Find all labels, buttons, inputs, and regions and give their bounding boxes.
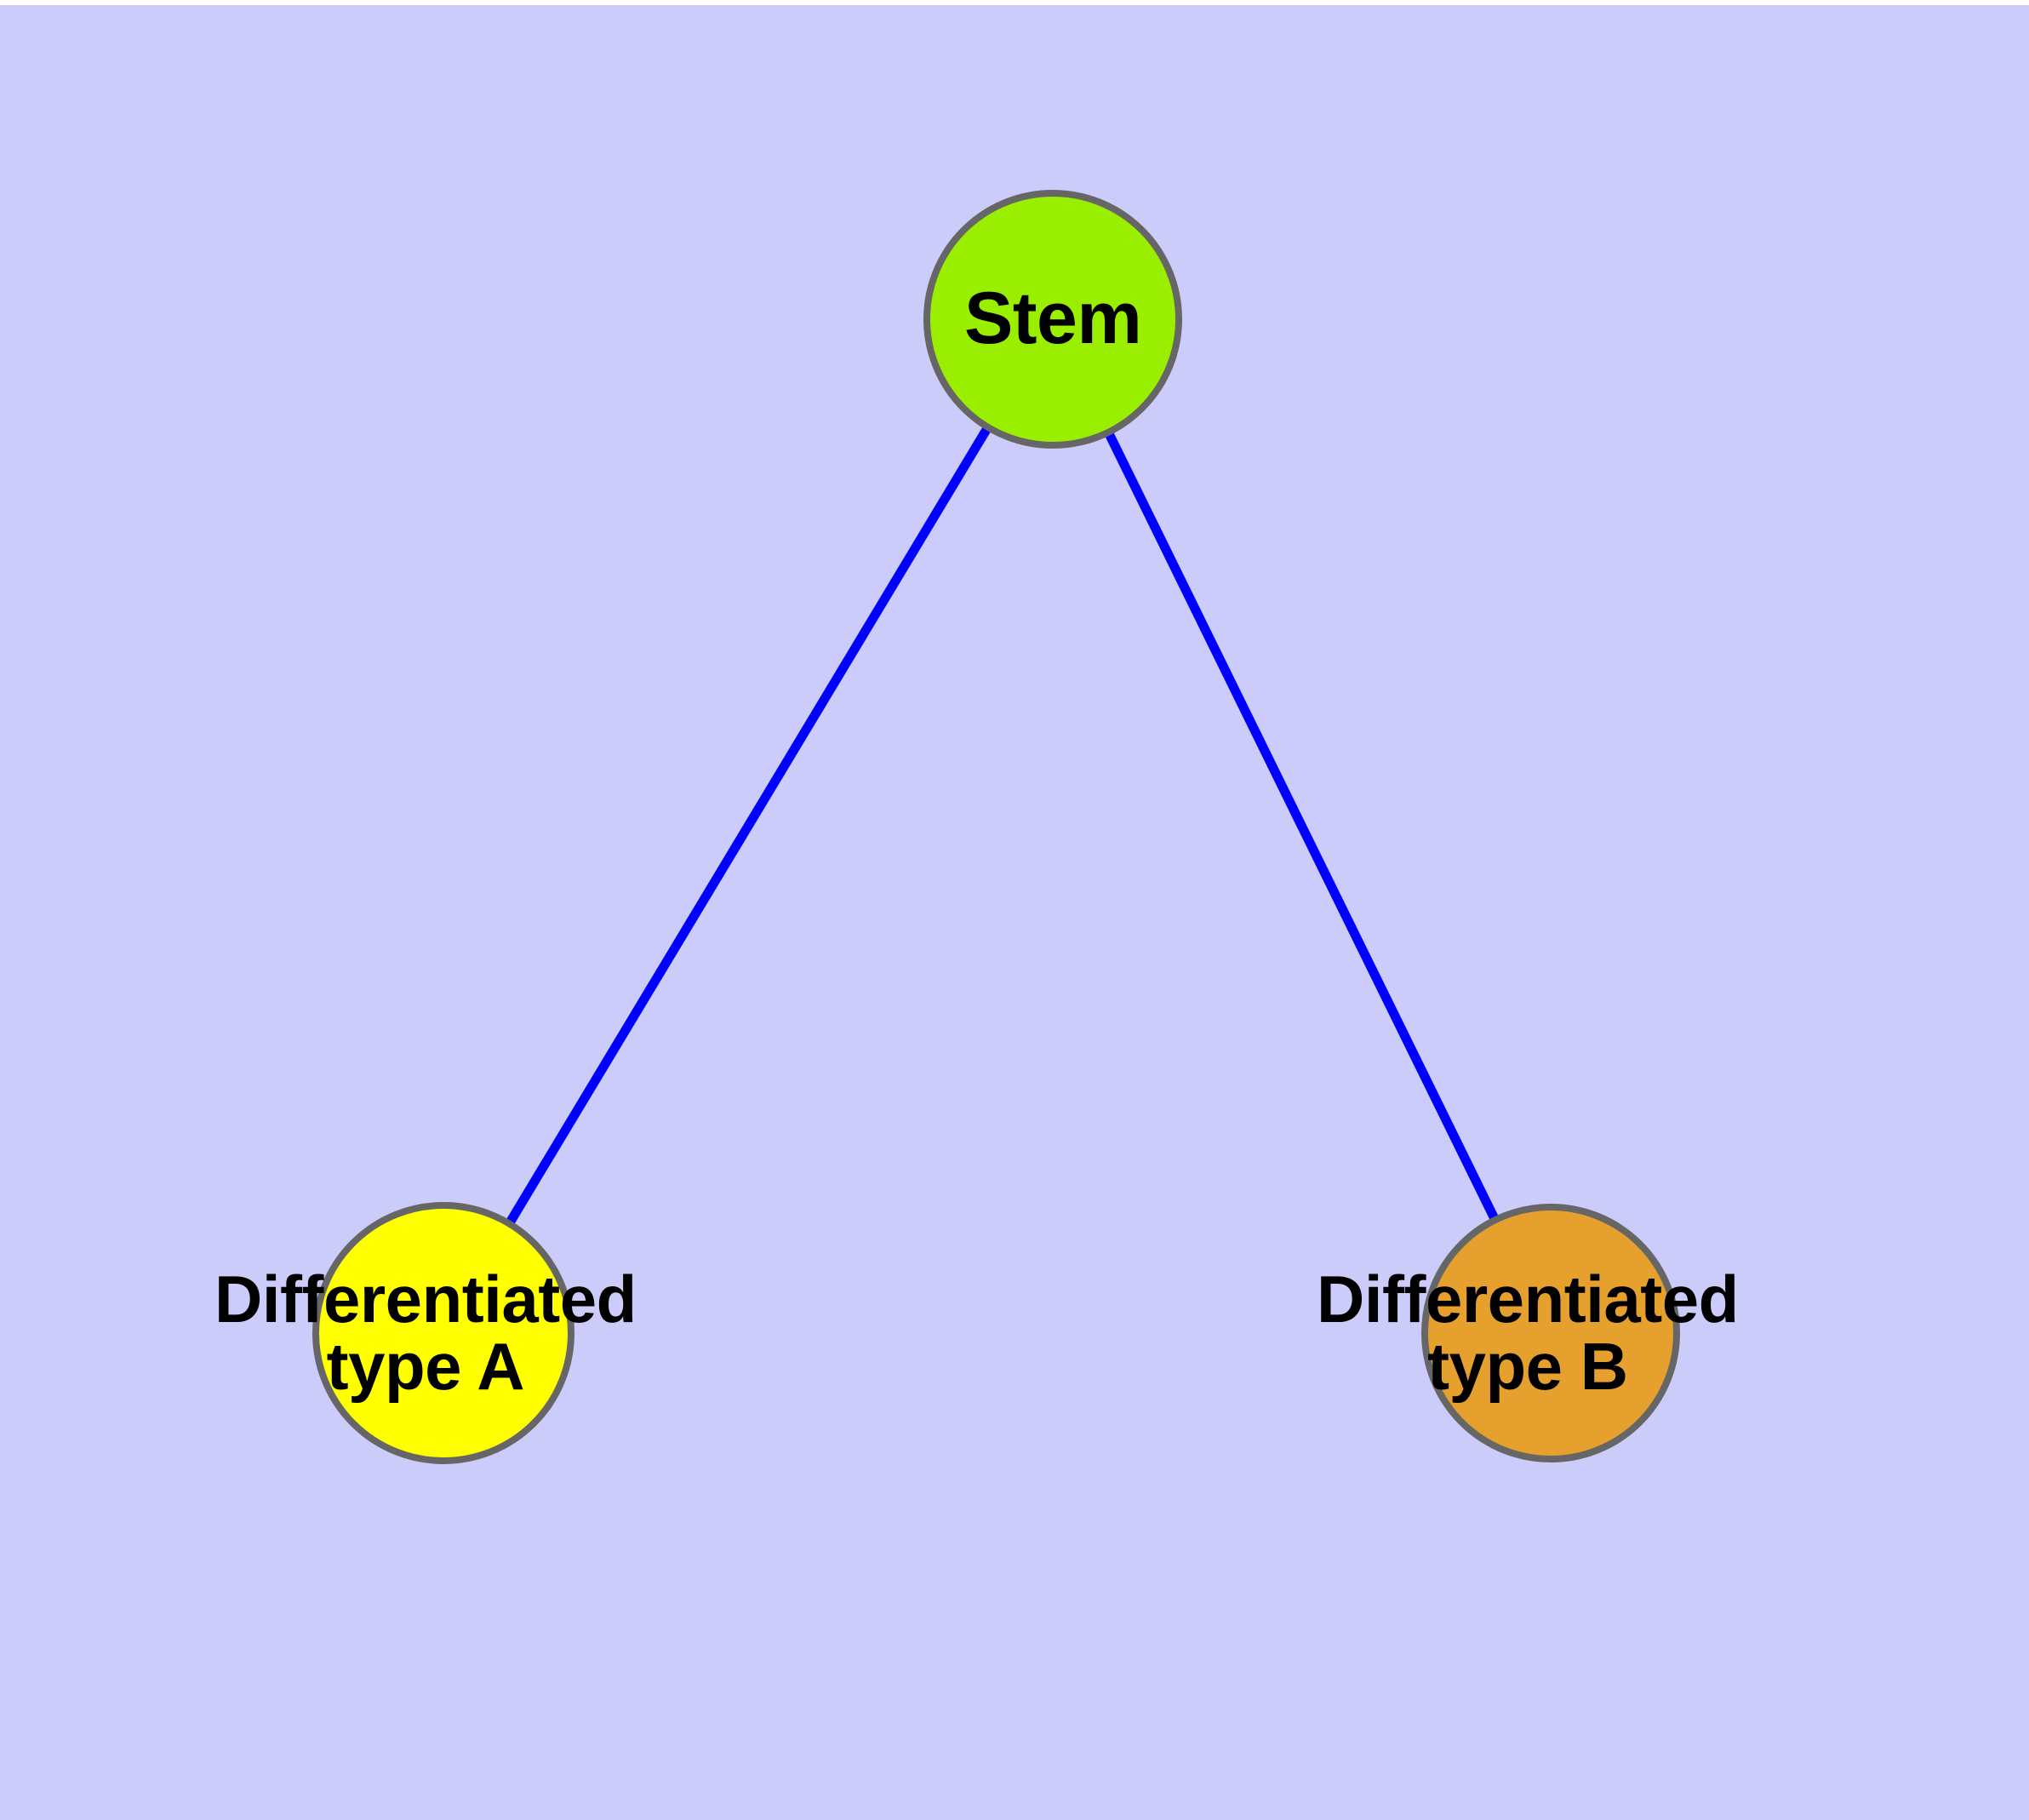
edges-layer — [503, 421, 1501, 1229]
graph-node-diff-a[interactable] — [312, 1202, 574, 1464]
graph-node-diff-b[interactable] — [1421, 1204, 1680, 1462]
top-margin-strip — [0, 0, 2029, 5]
graph-edge-stem-to-diff-a[interactable] — [503, 421, 994, 1229]
nodes-layer — [312, 190, 1680, 1464]
graph-edge-stem-to-diff-b[interactable] — [1102, 426, 1501, 1226]
graph-node-stem[interactable] — [923, 190, 1182, 449]
